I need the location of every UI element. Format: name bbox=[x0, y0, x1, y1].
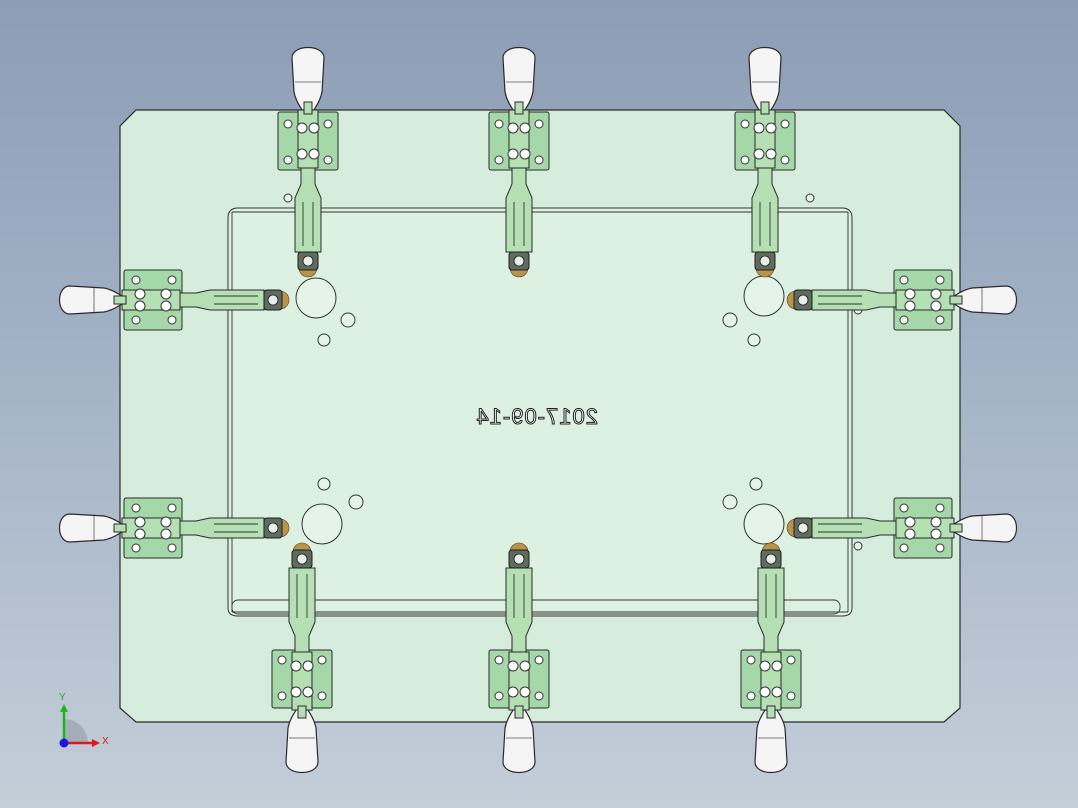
screw-hole bbox=[853, 541, 863, 551]
pin-hole bbox=[747, 333, 761, 347]
pin-hole bbox=[749, 477, 763, 491]
pin-hole bbox=[317, 477, 331, 491]
pocket-rail bbox=[231, 599, 841, 615]
y-axis-label: Y bbox=[59, 692, 66, 703]
coordinate-triad: X Y bbox=[59, 692, 109, 748]
pin-hole bbox=[317, 333, 331, 347]
locating-hole bbox=[295, 277, 337, 319]
screw-hole bbox=[805, 193, 815, 203]
pin-hole bbox=[722, 494, 738, 510]
pin-hole bbox=[348, 494, 364, 510]
locating-hole bbox=[743, 503, 785, 545]
pocket-edge bbox=[231, 211, 849, 613]
z-axis-dot bbox=[59, 738, 69, 748]
x-axis-label: X bbox=[102, 736, 109, 747]
engraved-date: 2017-09-14 bbox=[475, 404, 598, 429]
screw-hole bbox=[283, 193, 293, 203]
pin-hole bbox=[340, 312, 356, 328]
pin-hole bbox=[722, 312, 738, 328]
inner-pocket bbox=[227, 207, 853, 617]
locating-hole bbox=[301, 503, 343, 545]
locating-hole bbox=[743, 275, 785, 317]
